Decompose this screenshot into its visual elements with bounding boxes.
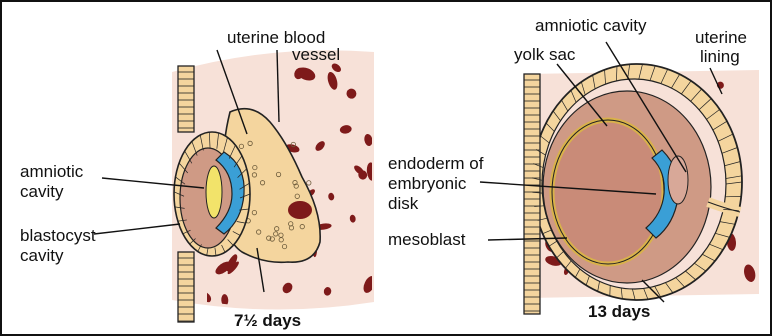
label-left-amniotic: amniotic xyxy=(20,162,83,181)
label-vessel: vessel xyxy=(292,45,340,64)
right-yolk-sac xyxy=(552,120,664,264)
epithelium-column xyxy=(178,66,194,132)
right-amniotic-cavity xyxy=(668,156,688,204)
label-blastocyst: blastocyst xyxy=(20,226,96,245)
label-endoderm-of: endoderm of xyxy=(388,154,483,173)
label-mesoblast: mesoblast xyxy=(388,230,465,249)
left-amniotic-cavity xyxy=(206,166,222,218)
label-uterine: uterine xyxy=(695,28,747,47)
label-yolk-sac: yolk sac xyxy=(514,45,575,64)
caption-7-5-days: 7½ days xyxy=(234,311,301,330)
caption-13-days: 13 days xyxy=(588,302,650,321)
label-left-amniotic-cavity: cavity xyxy=(20,182,63,201)
label-amniotic-cavity: amniotic cavity xyxy=(535,16,646,35)
epithelium-column xyxy=(524,74,540,314)
label-embryonic: embryonic xyxy=(388,174,466,193)
label-lining: lining xyxy=(700,47,740,66)
label-blastocyst-cavity: cavity xyxy=(20,246,63,265)
epithelium-column xyxy=(178,252,194,322)
left-vessel-in-trophoblast xyxy=(288,201,312,219)
label-disk: disk xyxy=(388,194,418,213)
